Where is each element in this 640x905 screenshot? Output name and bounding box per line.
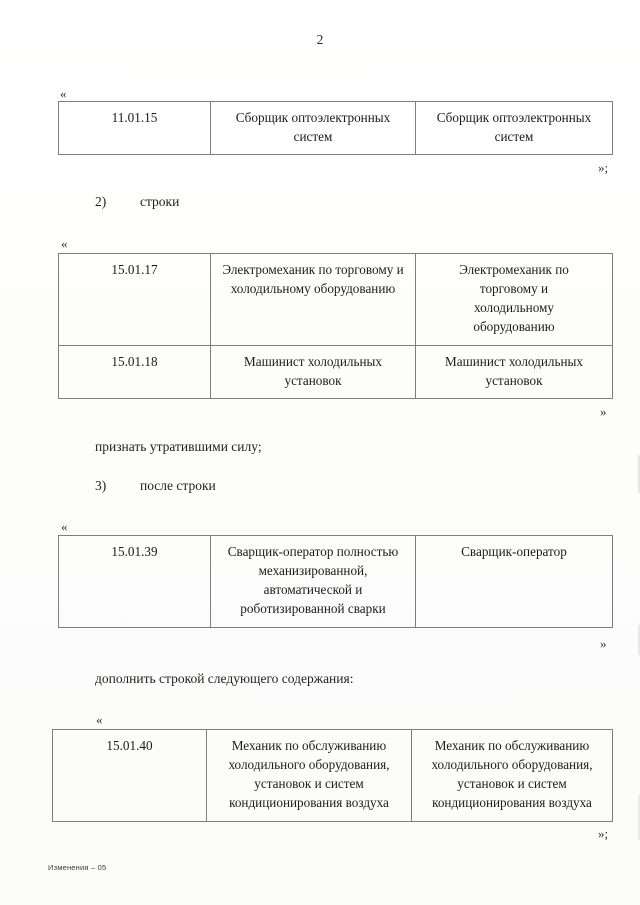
table-row: 15.01.40 Механик по обслуживанию холодил…: [52, 729, 613, 822]
cell-old-name: Сборщик оптоэлектронных систем: [210, 100, 416, 156]
cell-new-name: Электромеханик по торговому и холодильно…: [415, 253, 613, 346]
cell-new-name: Механик по обслуживанию холодильного обо…: [411, 729, 613, 822]
table-row: 15.01.17 Электромеханик по торговому и х…: [58, 253, 613, 346]
cell-new-name: Машинист холодильных установок: [415, 344, 613, 399]
cell-new-name: Сварщик-оператор: [415, 535, 613, 628]
list-item-3-number: 3): [95, 478, 107, 493]
quote-open-mark-1: «: [60, 86, 67, 101]
table-row: 15.01.39 Сварщик-оператор полностью меха…: [58, 535, 613, 628]
cell-code: 11.01.15: [58, 100, 211, 156]
quote-open-mark-2: «: [61, 236, 68, 251]
cell-old-name: Машинист холодильных установок: [210, 344, 416, 399]
scan-edge-artifact: [638, 625, 640, 655]
list-item-2-number: 2): [95, 194, 107, 209]
footer-revision-note: Изменения – 05: [48, 863, 107, 872]
cell-old-name: Механик по обслуживанию холодильного обо…: [206, 729, 412, 822]
quote-open-mark-4: «: [96, 712, 103, 727]
scan-edge-artifact: [638, 455, 640, 493]
table-row: 15.01.18 Машинист холодильных установок …: [58, 344, 613, 399]
table-1501-40: 15.01.40 Механик по обслуживанию холодил…: [52, 729, 613, 822]
page-number: 2: [316, 32, 324, 47]
cell-code: 15.01.18: [58, 344, 211, 399]
quote-close-mark-2: »: [600, 404, 607, 419]
table-1501-17-18: 15.01.17 Электромеханик по торговому и х…: [58, 253, 613, 399]
cell-code: 15.01.39: [58, 535, 211, 628]
scan-edge-artifact: [638, 795, 640, 840]
quote-open-mark-3: «: [61, 519, 68, 534]
repeal-statement: признать утратившими силу;: [95, 439, 262, 454]
append-statement: дополнить строкой следующего содержания:: [95, 671, 354, 686]
quote-close-mark-3: »: [600, 636, 607, 651]
cell-code: 15.01.17: [58, 253, 211, 346]
table-1101-15: 11.01.15 Сборщик оптоэлектронных систем …: [58, 100, 613, 156]
list-item-3-text: после строки: [140, 478, 216, 493]
cell-new-name: Сборщик оптоэлектронных систем: [415, 100, 613, 156]
table-1501-39: 15.01.39 Сварщик-оператор полностью меха…: [58, 535, 613, 628]
list-item-2-text: строки: [140, 194, 180, 209]
quote-close-mark-4: »;: [598, 826, 609, 841]
cell-code: 15.01.40: [52, 729, 207, 822]
table-row: 11.01.15 Сборщик оптоэлектронных систем …: [58, 100, 613, 156]
cell-old-name: Электромеханик по торговому и холодильно…: [210, 253, 416, 346]
quote-close-mark-1: »;: [598, 160, 609, 175]
cell-old-name: Сварщик-оператор полностью механизирован…: [210, 535, 416, 628]
